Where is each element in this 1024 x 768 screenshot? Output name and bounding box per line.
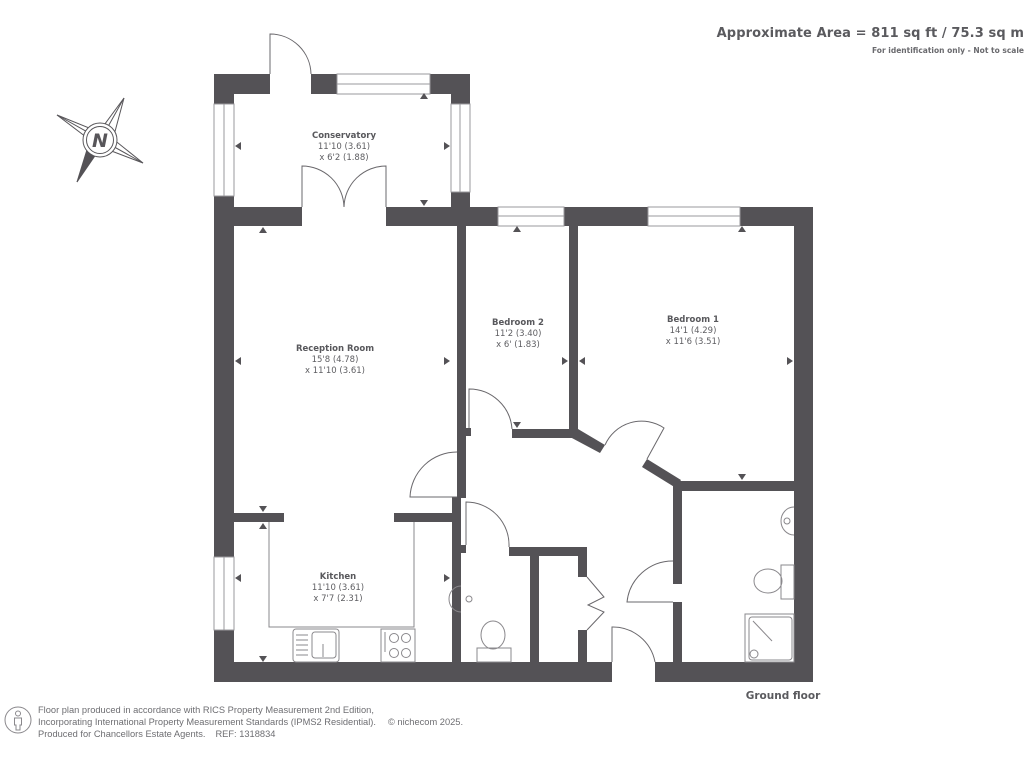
room-name: Kitchen	[319, 572, 357, 582]
footer-line-3: Produced for Chancellors Estate Agents.	[38, 729, 206, 739]
room-dimension: x 6' (1.83)	[496, 340, 540, 350]
room-dimension: x 7'7 (2.31)	[313, 594, 363, 604]
wc-fittings	[448, 585, 512, 663]
room-dimension: x 6'2 (1.88)	[319, 153, 369, 163]
footer-credits: Floor plan produced in accordance with R…	[38, 704, 463, 740]
walls	[214, 74, 813, 682]
room-name: Bedroom 1	[667, 315, 719, 325]
room-dimension: 11'10 (3.61)	[311, 583, 365, 593]
scale-disclaimer: For identification only - Not to scale	[871, 46, 1024, 55]
dimension-markers	[235, 93, 793, 662]
room-dimension: 11'10 (3.61)	[317, 142, 371, 152]
ensuite-fittings	[744, 506, 795, 663]
doors	[269, 33, 674, 663]
room-name: Bedroom 2	[492, 318, 544, 328]
north-compass-icon: N	[56, 97, 144, 183]
svg-text:N: N	[92, 130, 108, 152]
person-icon	[4, 706, 32, 734]
room-dimension: 15'8 (4.78)	[311, 355, 359, 365]
copyright: © nichecom 2025.	[387, 717, 464, 727]
reference-number: REF: 1318834	[215, 729, 276, 739]
approximate-area-title: Approximate Area = 811 sq ft / 75.3 sq m	[716, 26, 1024, 41]
windows	[213, 73, 741, 631]
kitchen-fittings	[268, 522, 416, 663]
footer-line-2: Incorporating International Property Mea…	[38, 717, 376, 727]
room-label-reception-room: Reception Room 15'8 (4.78) x 11'10 (3.61…	[296, 344, 374, 377]
room-dimension: x 11'10 (3.61)	[305, 366, 365, 376]
footer-line-1: Floor plan produced in accordance with R…	[38, 705, 374, 715]
room-dimension: 11'2 (3.40)	[494, 329, 542, 339]
room-name: Reception Room	[295, 344, 375, 354]
floor-label: Ground floor	[745, 690, 821, 702]
room-dimension: x 11'6 (3.51)	[665, 337, 721, 347]
room-label-kitchen: Kitchen 11'10 (3.61) x 7'7 (2.31)	[312, 572, 364, 605]
room-label-bedroom-1: Bedroom 1 14'1 (4.29) x 11'6 (3.51)	[666, 315, 721, 348]
room-name: Conservatory	[311, 131, 377, 141]
room-label-bedroom-2: Bedroom 2 11'2 (3.40) x 6' (1.83)	[492, 318, 544, 351]
room-label-conservatory: Conservatory 11'10 (3.61) x 6'2 (1.88)	[312, 131, 376, 164]
room-dimension: 14'1 (4.29)	[669, 326, 717, 336]
